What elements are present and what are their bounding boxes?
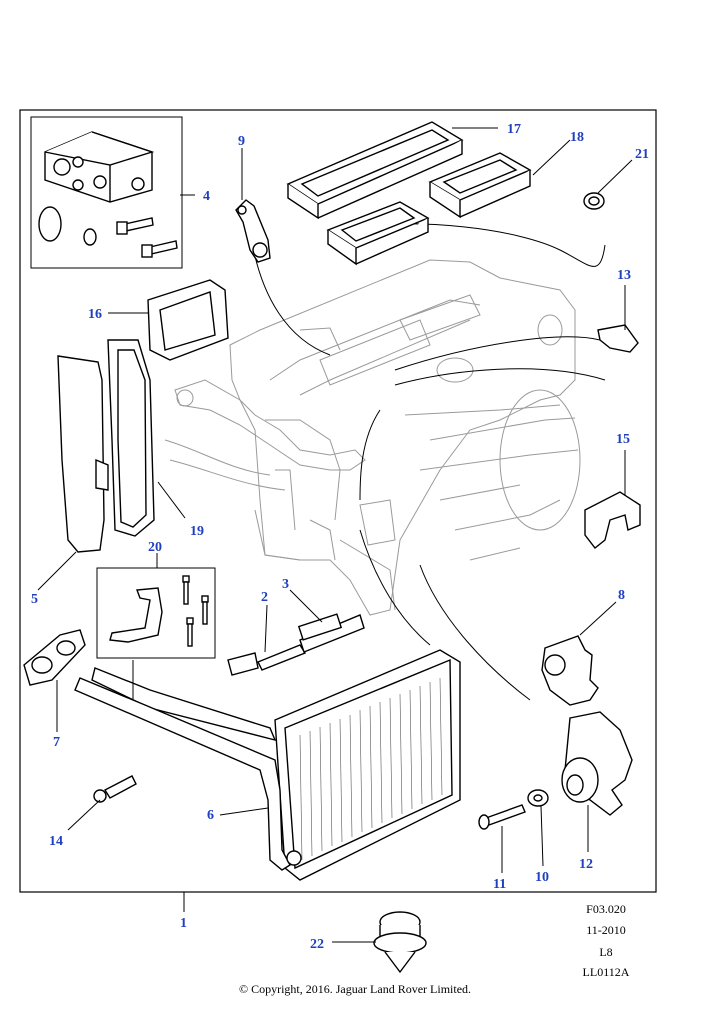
gear-sector-part-12 (561, 711, 633, 816)
clip-part-13 (597, 324, 639, 353)
callout-1: 1 (180, 916, 187, 931)
callout-18: 18 (570, 130, 584, 145)
callout-labels: 1 2 3 4 5 6 7 8 9 10 11 12 13 14 15 16 1… (31, 122, 649, 952)
o-ring-large (38, 206, 62, 242)
callout-16: 16 (88, 307, 102, 322)
callout-10: 10 (535, 870, 549, 885)
gasket-part-7 (23, 629, 86, 686)
figure-code: LL0112A (582, 965, 630, 979)
fitting-part-22 (373, 911, 427, 974)
duct-seal-part-18 (428, 152, 532, 219)
callout-12: 12 (579, 857, 593, 872)
callout-8: 8 (618, 588, 625, 603)
screw-20c (186, 617, 194, 647)
gear-part-8 (541, 635, 599, 706)
callout-2: 2 (261, 590, 268, 605)
lever-part-9 (235, 199, 271, 263)
callout-17: 17 (507, 122, 521, 137)
callout-20: 20 (148, 540, 162, 555)
inset-box-part-4 (30, 116, 183, 269)
callout-5: 5 (31, 592, 38, 607)
callout-15: 15 (616, 432, 630, 447)
heater-core-fins (299, 677, 443, 861)
heater-housing-ghost (164, 259, 581, 616)
screw-part-14 (93, 775, 137, 803)
figure-level: L8 (599, 945, 613, 959)
callout-14: 14 (49, 834, 63, 849)
leader-lines (37, 127, 633, 943)
seal-part-16 (147, 279, 229, 361)
valve-bolt-2 (141, 240, 178, 258)
callout-9: 9 (238, 134, 245, 149)
inset-box-part-20 (96, 567, 216, 659)
callout-19: 19 (190, 524, 204, 539)
callout-11: 11 (493, 877, 506, 892)
callout-6: 6 (207, 808, 214, 823)
callout-13: 13 (617, 268, 631, 283)
callout-3: 3 (282, 577, 289, 592)
callout-4: 4 (203, 189, 210, 204)
gasket-part-19 (107, 339, 155, 537)
expansion-valve (44, 131, 155, 203)
duct-seal-middle (326, 201, 430, 266)
valve-bolt-1 (116, 217, 154, 235)
grommet-part-21 (583, 192, 605, 210)
washer-part-10 (527, 789, 549, 807)
callout-7: 7 (53, 735, 60, 750)
figure-date: 11-2010 (586, 923, 626, 937)
callout-21: 21 (635, 147, 649, 162)
callout-22: 22 (310, 937, 324, 952)
main-frame (19, 109, 657, 893)
screw-20a (182, 575, 190, 605)
sensor-part-2 (227, 614, 365, 676)
figure-reference: F03.020 (586, 902, 626, 916)
bracket-part-15 (584, 491, 641, 549)
screw-20b (201, 595, 209, 625)
sensor-part-3 (297, 613, 343, 641)
heater-core-part-6 (74, 649, 461, 881)
duct-seal-part-17 (286, 121, 464, 220)
o-ring-small (83, 228, 97, 246)
screw-part-11 (478, 804, 526, 830)
panel-part-5 (57, 355, 109, 553)
copyright-notice: © Copyright, 2016. Jaguar Land Rover Lim… (238, 982, 472, 996)
